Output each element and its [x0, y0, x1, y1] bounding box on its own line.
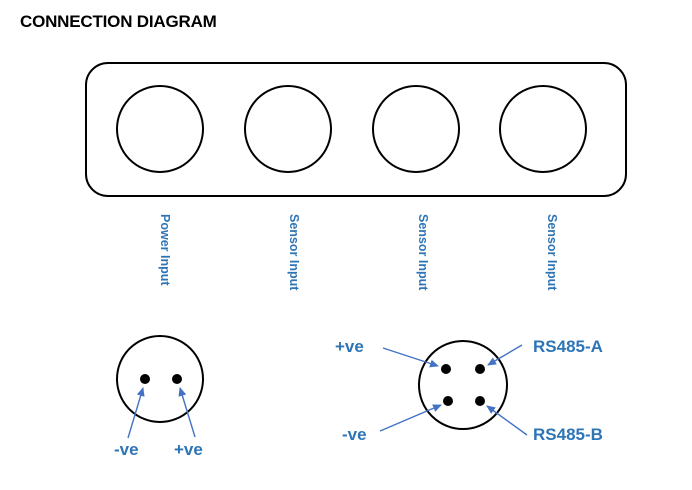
sensor-pin-top-left: [441, 364, 451, 374]
arrow-sensor-rs485b: [486, 405, 528, 436]
sensor-label-negative: -ve: [342, 425, 367, 444]
port-label-sensor-1: Sensor Input: [287, 214, 301, 291]
sensor-label-positive: +ve: [335, 337, 364, 356]
power-pin-negative: [140, 374, 150, 384]
port-label-power: Power Input: [158, 214, 172, 286]
sensor-label-rs485b: RS485-B: [533, 425, 603, 444]
port-label-sensor-3: Sensor Input: [545, 214, 559, 291]
arrow-sensor-negative: [379, 404, 442, 432]
power-label-positive: +ve: [174, 440, 203, 459]
port-power: [116, 85, 204, 173]
sensor-connector: [418, 340, 508, 430]
power-connector: [116, 335, 204, 423]
sensor-pin-bottom-right: [475, 396, 485, 406]
sensor-label-rs485a: RS485-A: [533, 337, 603, 356]
sensor-pin-top-right: [475, 364, 485, 374]
arrow-sensor-positive: [382, 347, 439, 368]
port-sensor-2: [372, 85, 460, 173]
port-label-sensor-2: Sensor Input: [416, 214, 430, 291]
arrow-sensor-rs485a: [487, 344, 523, 366]
arrow-power-positive: [178, 387, 196, 438]
device-enclosure: [85, 62, 627, 197]
port-sensor-3: [499, 85, 587, 173]
sensor-pin-bottom-left: [443, 396, 453, 406]
arrow-power-negative: [127, 387, 145, 439]
diagram-title: CONNECTION DIAGRAM: [20, 12, 217, 31]
power-pin-positive: [172, 374, 182, 384]
power-label-negative: -ve: [114, 440, 139, 459]
port-sensor-1: [244, 85, 332, 173]
